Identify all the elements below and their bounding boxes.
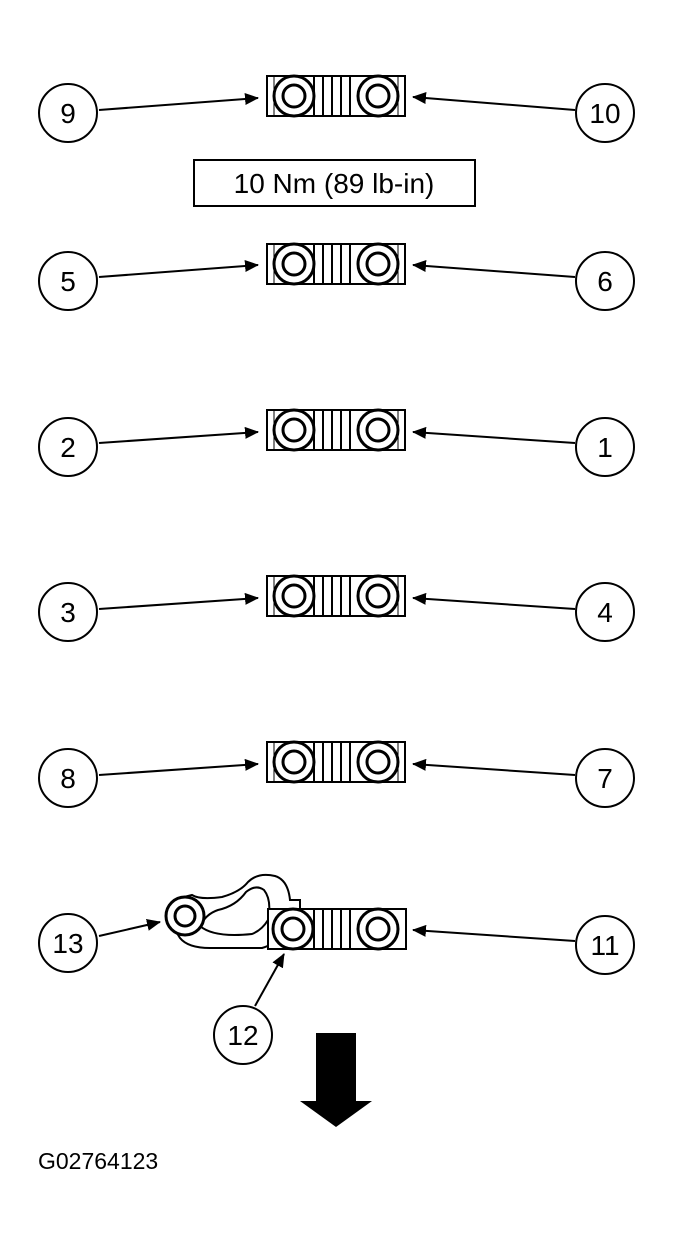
callout-circle-5 — [38, 251, 98, 311]
callout-12: 12 — [227, 1020, 258, 1051]
callout-10: 10 — [589, 98, 620, 129]
bolt-pair-row-1: 9 10 — [38, 74, 635, 143]
bolt-pair-bracket-icon — [265, 574, 407, 618]
callout-circle-7 — [575, 748, 635, 808]
callout-circle-4 — [575, 582, 635, 642]
leader-arrow-9 — [98, 92, 259, 111]
leader-arrow-1 — [412, 426, 576, 444]
down-arrow-icon — [300, 1033, 372, 1127]
leader-arrow-10 — [412, 92, 576, 111]
bolt-pair-row-4: 3 4 — [38, 574, 635, 642]
leader-arrow-7 — [412, 758, 576, 776]
callout-9: 9 — [60, 98, 76, 129]
callout-5: 5 — [60, 266, 76, 297]
torque-spec-label: 10 Nm (89 lb-in) — [193, 159, 476, 207]
callout-circle-6 — [575, 251, 635, 311]
leader-arrow-4 — [412, 592, 576, 610]
callout-3: 3 — [60, 597, 76, 628]
leader-arrow-3 — [98, 592, 259, 610]
leader-arrow-12 — [254, 953, 285, 1007]
callout-2: 2 — [60, 432, 76, 463]
torque-spec-box — [193, 159, 476, 207]
callout-8: 8 — [60, 763, 76, 794]
callout-13: 13 — [52, 928, 83, 959]
callout-circle-12 — [213, 1005, 273, 1065]
leader-arrow-8 — [98, 758, 259, 776]
callout-1: 1 — [597, 432, 613, 463]
callout-circle-11 — [575, 915, 635, 975]
callout-11: 11 — [590, 930, 619, 961]
callout-circle-8 — [38, 748, 98, 808]
callout-6: 6 — [597, 266, 613, 297]
callout-circle-10 — [575, 83, 635, 143]
bolt-pair-bracket-icon — [265, 408, 407, 452]
bolt-pair-row-6: 13 11 12 — [38, 873, 635, 1065]
leader-arrow-6 — [412, 259, 576, 278]
leader-arrow-5 — [98, 259, 259, 278]
leader-arrow-11 — [412, 924, 576, 942]
bolt-pair-row-2: 5 6 — [38, 242, 635, 311]
callout-circle-9 — [38, 83, 98, 143]
torque-spec-text: 10 Nm (89 lb-in) — [234, 168, 435, 199]
leader-arrow-2 — [98, 426, 259, 444]
figure-id-label: G02764123 — [38, 1148, 159, 1174]
leader-arrow-13 — [98, 919, 161, 937]
bolt-pair-row-5: 8 7 — [38, 740, 635, 808]
bolt-pair-bracket-icon — [265, 242, 407, 286]
callout-circle-3 — [38, 582, 98, 642]
callout-4: 4 — [597, 597, 613, 628]
bolt-pair-row-3: 2 1 — [38, 408, 635, 477]
callout-circle-13 — [38, 913, 98, 973]
callout-circle-1 — [575, 417, 635, 477]
bolt-pair-bracket-icon — [265, 74, 407, 118]
callout-circle-2 — [38, 417, 98, 477]
offset-bracket-inner — [198, 886, 271, 936]
callout-7: 7 — [597, 763, 613, 794]
bolt-pair-bracket-icon — [265, 740, 407, 784]
